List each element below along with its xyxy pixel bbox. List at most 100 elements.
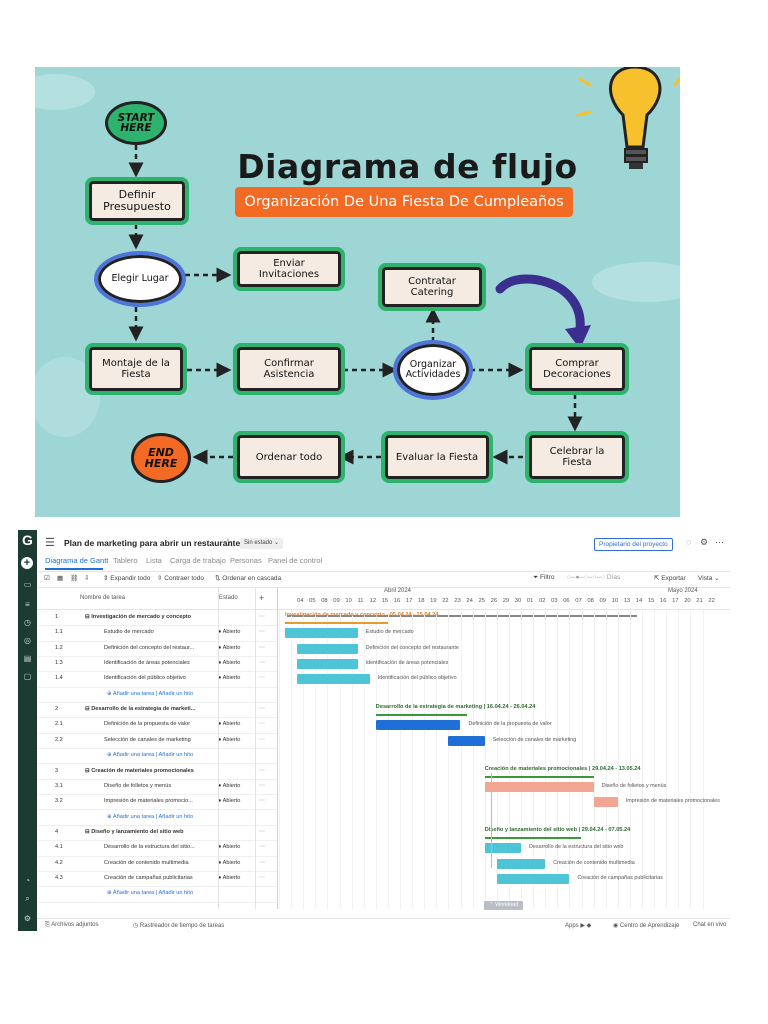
row-more-icon[interactable]: ⋯ [259,721,265,728]
tab-carga[interactable]: Carga de trabajo [170,556,226,565]
expand-all-button[interactable]: ⇕ Expandir todo [103,575,151,582]
group-bar[interactable] [484,775,594,778]
task-state[interactable]: ● Abierto [218,660,241,667]
add-task-link[interactable]: ⊕ Añadir una tarea | Añadir un hito [107,690,194,697]
task-name[interactable]: ⊟ Diseño y lanzamiento del sitio web [85,828,184,835]
app-logo[interactable]: G [22,532,33,548]
view-dropdown[interactable]: Vista ⌄ [698,575,720,582]
task-state[interactable]: ● Abierto [218,798,241,805]
add-task-link[interactable]: ⊕ Añadir una tarea | Añadir un hito [107,890,194,897]
group-bar[interactable] [375,714,467,717]
task-name[interactable]: ⊟ Desarrollo de la estrategia de marketi… [85,706,196,713]
task-name[interactable]: Definición del concepto del restaur... [104,644,195,651]
row-more-icon[interactable]: ⋯ [259,629,265,636]
bell-icon[interactable]: ◔ [25,876,30,885]
task-state[interactable]: ● Abierto [218,629,241,636]
task-state[interactable]: ● Abierto [218,721,241,728]
group-row[interactable]: 2⊟ Desarrollo de la estrategia de market… [37,702,277,719]
report-icon[interactable]: ▤ [23,654,32,663]
menu-icon[interactable]: ≡ [25,600,30,609]
row-more-icon[interactable]: ⋯ [259,736,265,743]
learning-center-link[interactable]: ◉ Centro de Aprendizaje [613,923,680,929]
task-name[interactable]: Identificación de áreas potenciales [104,660,190,667]
tab-panel[interactable]: Panel de control [268,556,323,565]
filter-button[interactable]: ⏷ Filtro [533,574,555,581]
collapse-all-button[interactable]: ⇳ Contraer todo [157,575,205,582]
tab-lista[interactable]: Lista [146,556,162,565]
task-name[interactable]: Selección de canales de marketing [104,736,191,743]
row-more-icon[interactable]: ⋯ [259,706,265,713]
task-bar[interactable] [375,720,461,731]
row-more-icon[interactable]: ⋯ [259,782,265,789]
task-name[interactable]: Definición de la propuesta de valor [104,721,191,728]
task-state[interactable]: ● Abierto [218,736,241,743]
checkbox-icon[interactable]: ☑ [44,575,50,582]
task-bar[interactable] [285,628,358,639]
row-more-icon[interactable]: ⋯ [259,859,265,866]
row-more-icon[interactable]: ⋯ [259,844,265,851]
task-name[interactable]: Desarrollo de la estructura del sitio... [104,844,195,851]
row-more-icon[interactable]: ⋯ [259,644,265,651]
cascade-sort-button[interactable]: ⇅ Ordenar en cascada [215,575,282,582]
zoom-slider[interactable]: ○─●─○─○─○ Días [567,574,621,581]
task-state[interactable]: ● Abierto [218,644,241,651]
task-name[interactable]: Estudio de mercado [104,629,154,636]
task-state[interactable]: ● Abierto [218,874,241,881]
clock-icon[interactable]: ◷ [24,618,31,627]
timeline-scrollbar[interactable] [287,615,637,617]
search-icon[interactable]: ⌕ [25,894,30,903]
task-bar[interactable] [593,797,618,808]
time-tracker-link[interactable]: ◷ Rastreador de tiempo de tareas [133,923,225,929]
tab-personas[interactable]: Personas [230,556,262,565]
row-more-icon[interactable]: ⋯ [259,874,265,881]
gear-icon[interactable]: ⚙ [700,537,709,547]
star-icon[interactable]: ☆ [223,537,233,549]
task-name[interactable]: Identificación del público objetivo [104,675,186,682]
project-owner-button[interactable]: Propietario del proyecto [594,538,673,551]
group-row[interactable]: 3⊟ Creación de materiales promocionales⋯ [37,764,277,780]
task-bar[interactable] [496,873,570,884]
export-button[interactable]: ⇱ Exportar [654,575,686,582]
workload-tab[interactable]: ⌃ Workload [484,901,524,910]
task-bar[interactable] [297,674,370,685]
row-more-icon[interactable]: ⋯ [259,828,265,835]
task-state[interactable]: ● Abierto [218,844,241,851]
task-bar[interactable] [448,735,485,746]
task-name[interactable]: ⊟ Investigación de mercado y concepto [85,614,192,620]
apps-link[interactable]: Apps ▶ ◆ [565,923,592,929]
link-icon[interactable]: ⛓ [70,575,79,582]
task-state[interactable]: ● Abierto [218,782,241,789]
status-dropdown[interactable]: Sin estado ⌄ [240,538,284,549]
settings-icon[interactable]: ⚙ [23,914,32,923]
add-task-link[interactable]: ⊕ Añadir una tarea | Añadir un hito [107,813,194,820]
row-more-icon[interactable]: ⋯ [259,798,265,805]
row-more-icon[interactable]: ⋯ [259,660,265,667]
indent-icon[interactable]: ⇩ [84,575,90,582]
group-bar[interactable] [484,836,582,839]
message-icon[interactable]: ▢ [23,672,32,681]
task-name[interactable]: Impresión de materiales promocio... [104,798,193,805]
live-chat-link[interactable]: Chat en vivo [693,922,727,928]
tab-gantt[interactable]: Diagrama de Gantt [45,556,109,565]
more-icon[interactable]: ⋯ [715,537,724,547]
group-bar[interactable] [285,622,388,624]
folder-icon[interactable]: ▭ [23,580,32,589]
create-button[interactable]: + [21,557,33,569]
task-name[interactable]: Creación de campañas publicitarias [104,874,193,881]
task-name[interactable]: ⊟ Creación de materiales promocionales [85,767,194,774]
task-state[interactable]: ● Abierto [218,859,241,866]
comment-icon[interactable]: ◌ [686,537,692,547]
calendar-icon[interactable]: ▦ [57,575,64,582]
task-name[interactable]: Creación de contenido multimedia [104,859,189,866]
task-bar[interactable] [496,858,546,869]
task-name[interactable]: Diseño de folletos y menús [104,782,172,789]
add-task-link[interactable]: ⊕ Añadir una tarea | Añadir un hito [107,752,194,759]
task-bar[interactable] [484,843,521,854]
